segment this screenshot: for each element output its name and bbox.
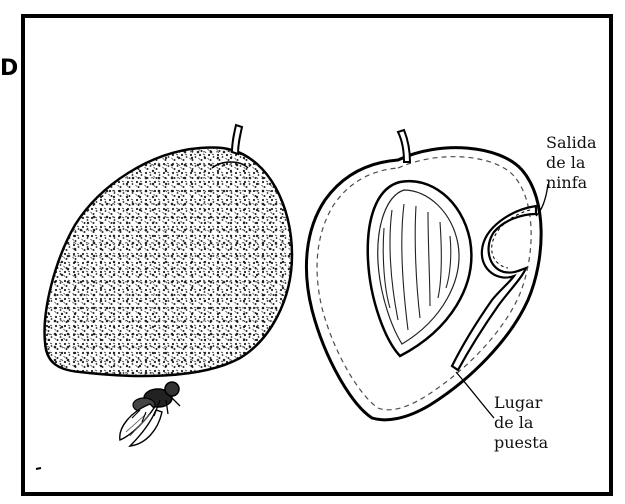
cut-mango-stem: [398, 130, 410, 162]
label-laying-site: Lugar de la puesta: [494, 393, 548, 453]
laying-leader-line: [456, 372, 494, 418]
whole-mango: [45, 125, 292, 376]
cut-mango: [306, 130, 541, 420]
fruit-fly-icon: [120, 382, 180, 446]
whole-mango-stem: [232, 125, 242, 154]
label-nymph-exit: Salida de la ninfa: [546, 133, 597, 193]
